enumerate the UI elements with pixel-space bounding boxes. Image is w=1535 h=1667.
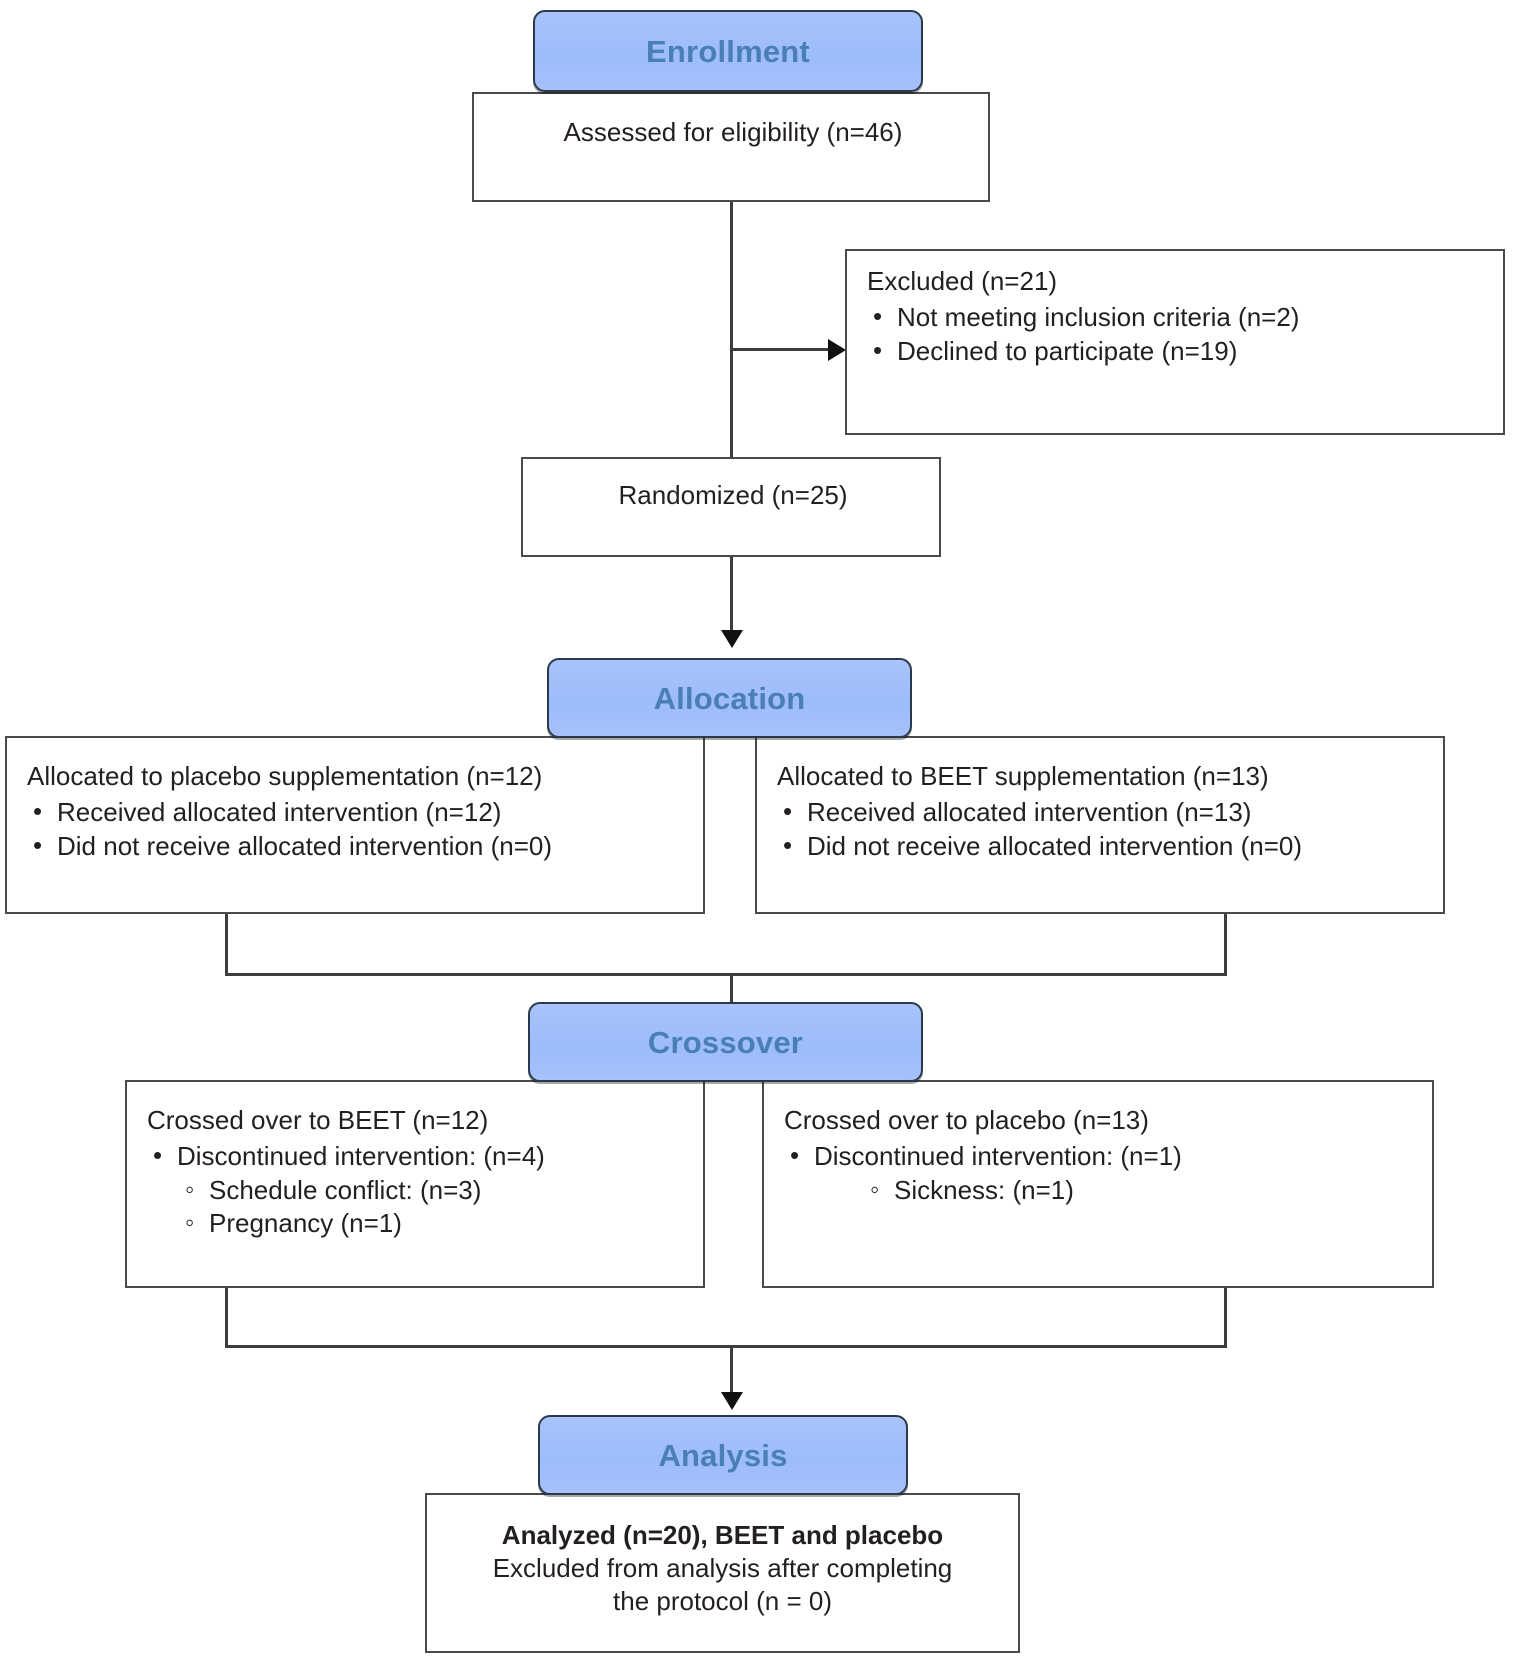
list-item: Not meeting inclusion criteria (n=2)	[867, 300, 1487, 335]
list-item: Discontinued intervention: (n=4)	[147, 1139, 687, 1174]
analyzed-line-1: Analyzed (n=20), BEET and placebo	[501, 1520, 944, 1550]
stage-header-allocation-label: Allocation	[653, 680, 806, 716]
crossed-to-beet-sublist: Schedule conflict: (n=3) Pregnancy (n=1)	[147, 1173, 687, 1242]
assessed-text: Assessed for eligibility (n=46)	[563, 117, 903, 147]
connector-allocation-merge-stem	[730, 973, 733, 1030]
stage-header-analysis: Analysis	[538, 1415, 908, 1495]
arrow-randomized-to-allocation	[721, 630, 743, 648]
connector-to-excluded	[730, 348, 840, 351]
arrow-crossover-to-analysis	[721, 1392, 743, 1410]
box-allocated-beet: Allocated to BEET supplementation (n=13)…	[755, 736, 1445, 914]
list-item: Did not receive allocated intervention (…	[27, 829, 687, 864]
crossed-to-placebo-list: Discontinued intervention: (n=1)	[784, 1139, 1416, 1174]
crossed-to-placebo-title: Crossed over to placebo (n=13)	[784, 1105, 1149, 1135]
list-item: Schedule conflict: (n=3)	[147, 1173, 687, 1208]
list-item: Declined to participate (n=19)	[867, 334, 1487, 369]
allocated-beet-list: Received allocated intervention (n=13) D…	[777, 795, 1427, 864]
analyzed-line-3: the protocol (n = 0)	[613, 1585, 832, 1616]
analyzed-line-2: Excluded from analysis after completing	[492, 1552, 953, 1583]
box-crossed-to-beet: Crossed over to BEET (n=12) Discontinued…	[125, 1080, 705, 1288]
connector-randomized-to-allocation	[730, 557, 733, 637]
allocated-beet-title: Allocated to BEET supplementation (n=13)	[777, 761, 1269, 791]
list-item: Discontinued intervention: (n=1)	[784, 1139, 1416, 1174]
list-item: Received allocated intervention (n=13)	[777, 795, 1427, 830]
stage-header-crossover: Crossover	[528, 1002, 923, 1082]
connector-crossover-right-drop	[1224, 1288, 1227, 1348]
crossed-to-beet-title: Crossed over to BEET (n=12)	[147, 1105, 489, 1135]
crossed-to-placebo-sublist: Sickness: (n=1)	[784, 1173, 1416, 1208]
stage-header-crossover-label: Crossover	[647, 1024, 804, 1060]
connector-allocation-left-drop	[225, 914, 228, 976]
stage-header-analysis-label: Analysis	[658, 1437, 788, 1473]
box-randomized: Randomized (n=25)	[521, 457, 941, 557]
list-item: Sickness: (n=1)	[784, 1173, 1416, 1208]
list-item: Did not receive allocated intervention (…	[777, 829, 1427, 864]
list-item: Pregnancy (n=1)	[147, 1206, 687, 1241]
allocated-placebo-title: Allocated to placebo supplementation (n=…	[27, 761, 543, 791]
excluded-title: Excluded (n=21)	[867, 266, 1058, 296]
box-allocated-placebo: Allocated to placebo supplementation (n=…	[5, 736, 705, 914]
stage-header-allocation: Allocation	[547, 658, 912, 738]
connector-allocation-merge-bar	[225, 973, 1227, 976]
box-crossed-to-placebo: Crossed over to placebo (n=13) Discontin…	[762, 1080, 1434, 1288]
box-analyzed: Analyzed (n=20), BEET and placebo Exclud…	[425, 1493, 1020, 1653]
arrow-to-excluded	[828, 339, 846, 361]
connector-crossover-left-drop	[225, 1288, 228, 1348]
allocated-placebo-list: Received allocated intervention (n=12) D…	[27, 795, 687, 864]
connector-crossover-merge-bar	[225, 1345, 1227, 1348]
excluded-reason-list: Not meeting inclusion criteria (n=2) Dec…	[867, 300, 1487, 369]
randomized-text: Randomized (n=25)	[618, 480, 848, 510]
connector-allocation-right-drop	[1224, 914, 1227, 976]
box-excluded: Excluded (n=21) Not meeting inclusion cr…	[845, 249, 1505, 435]
list-item: Received allocated intervention (n=12)	[27, 795, 687, 830]
box-assessed-for-eligibility: Assessed for eligibility (n=46)	[472, 92, 990, 202]
connector-crossover-merge-stem	[730, 1345, 733, 1402]
stage-header-enrollment-label: Enrollment	[646, 33, 810, 69]
stage-header-enrollment: Enrollment	[533, 10, 923, 92]
crossed-to-beet-list: Discontinued intervention: (n=4)	[147, 1139, 687, 1174]
connector-assessed-to-randomized	[730, 202, 733, 457]
